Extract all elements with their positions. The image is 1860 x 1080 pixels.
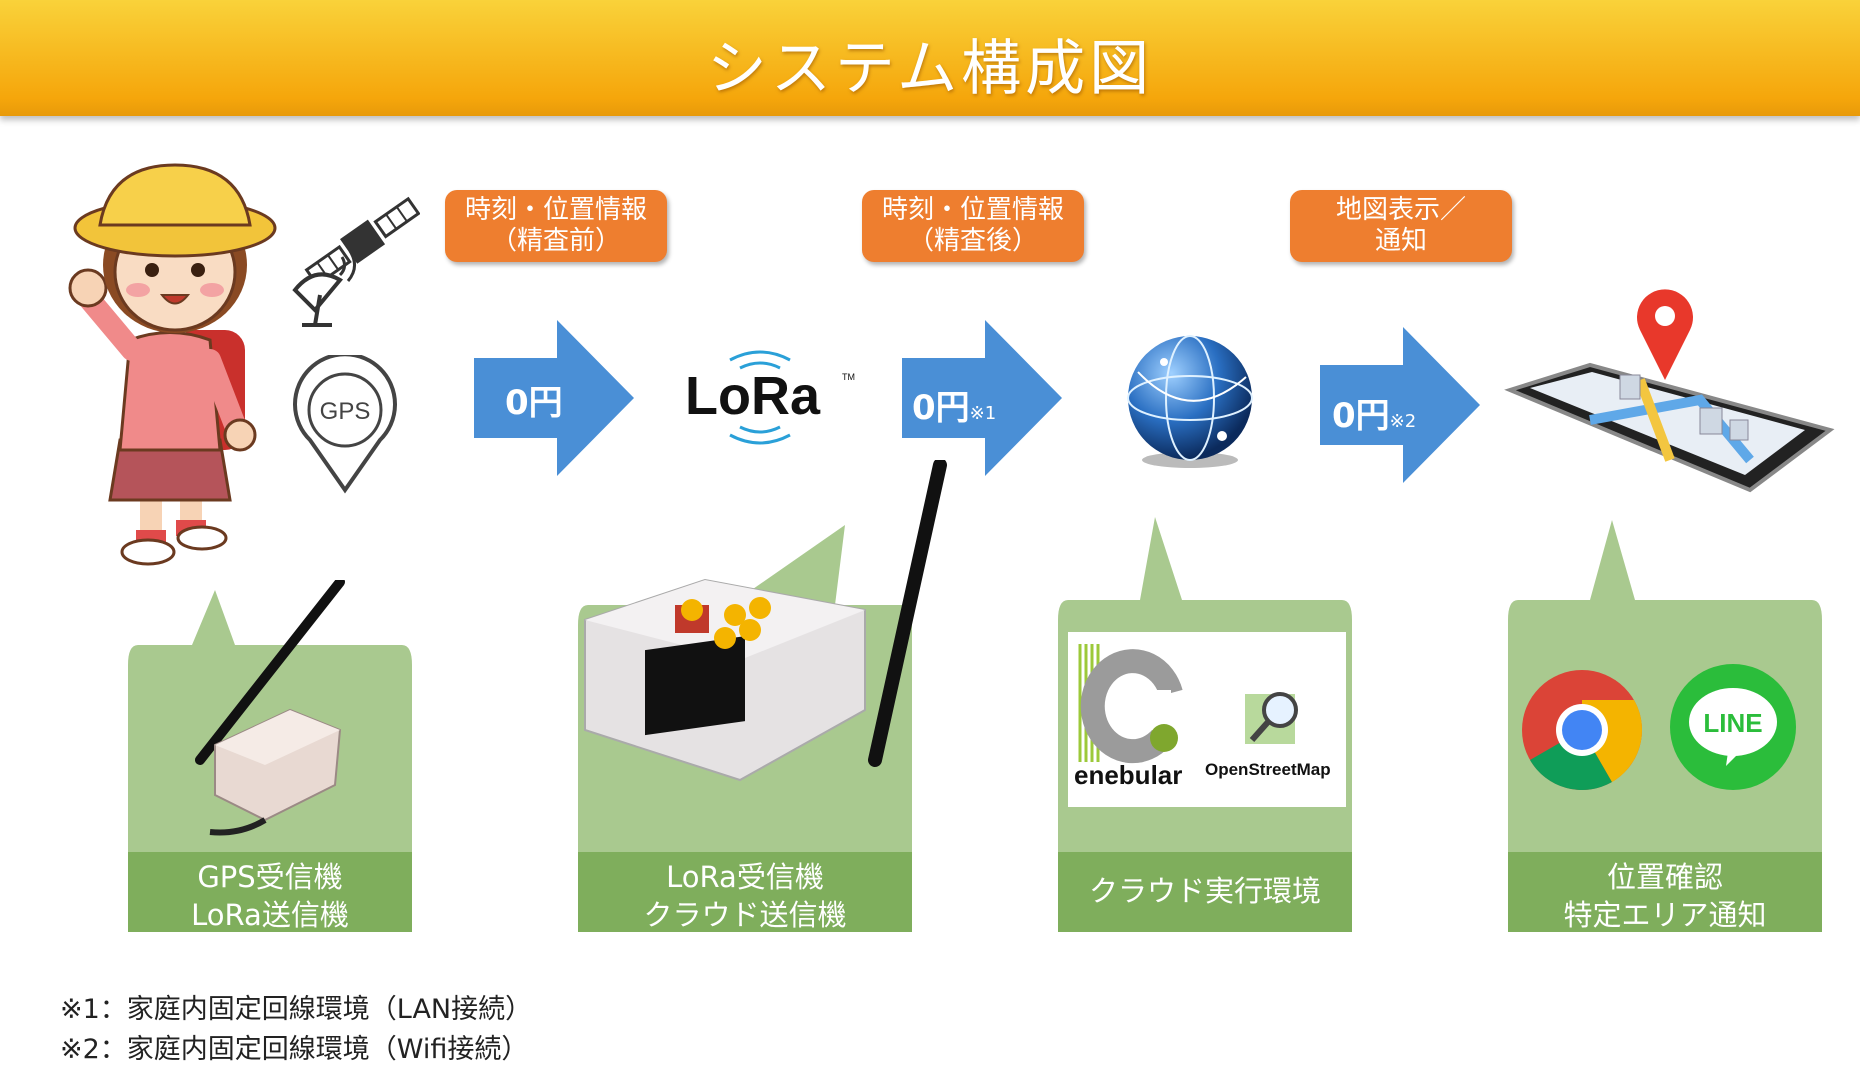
openstreetmap-magnifier-icon xyxy=(1245,692,1298,744)
lora-receiver-device xyxy=(584,460,947,782)
callout-line-1: GPS受信機 xyxy=(197,860,343,894)
pill-line-2: 通知 xyxy=(1374,226,1427,256)
gps-pin-icon: GPS xyxy=(293,355,397,494)
pill-line-1: 地図表示／ xyxy=(1335,195,1466,225)
footnote-2: ※2：家庭内固定回線環境（Wifi接続） xyxy=(60,1034,529,1065)
title-banner: システム構成図 xyxy=(0,0,1860,116)
flow-arrow-3 xyxy=(1320,327,1480,483)
callout-line-2: 特定エリア通知 xyxy=(1563,898,1767,932)
cloud-logos-panel: enebular OpenStreetMap xyxy=(1068,632,1346,807)
globe-icon xyxy=(1127,335,1253,468)
line-app-icon: LINE xyxy=(1670,664,1796,790)
callout-line-1: クラウド実行環境 xyxy=(1088,874,1321,908)
callout-notify xyxy=(1508,520,1822,932)
lora-logo: LoRa TM xyxy=(685,350,855,445)
pill-line-2: （精査後） xyxy=(907,226,1038,256)
callout-label-lora-receiver: LoRa受信機 クラウド送信機 xyxy=(578,858,912,934)
flow-arrow-1 xyxy=(474,320,634,476)
child-icon xyxy=(68,163,277,566)
arrow-price-1: 0円 xyxy=(505,383,563,423)
page-title: システム構成図 xyxy=(706,34,1154,104)
callout-line-1: LoRa受信機 xyxy=(666,860,824,894)
enebular-wordmark: enebular xyxy=(1074,760,1183,790)
line-icon-text: LINE xyxy=(1703,708,1762,738)
lora-logo-text: LoRa xyxy=(685,366,821,426)
footnote-1: ※1：家庭内固定回線環境（LAN接続） xyxy=(60,994,533,1025)
info-pill-after-check: 時刻・位置情報 （精査後） xyxy=(862,190,1084,262)
enebular-logo-icon xyxy=(1078,644,1183,764)
arrow-price-3: 0円※2 xyxy=(1332,396,1417,436)
flow-arrow-2 xyxy=(902,320,1062,476)
lora-tm: TM xyxy=(842,372,855,382)
pill-line-1: 時刻・位置情報 xyxy=(881,195,1064,225)
callout-line-1: 位置確認 xyxy=(1606,860,1723,894)
callout-label-cloud: クラウド実行環境 xyxy=(1058,872,1352,910)
callout-line-2: LoRa送信機 xyxy=(191,898,349,932)
callout-label-notify: 位置確認 特定エリア通知 xyxy=(1508,858,1822,934)
satellite-icon xyxy=(292,196,420,327)
callout-line-2: クラウド送信機 xyxy=(643,898,847,932)
pill-line-1: 時刻・位置情報 xyxy=(464,195,647,225)
chrome-icon xyxy=(1522,670,1642,791)
info-pill-map-notify: 地図表示／ 通知 xyxy=(1290,190,1512,262)
gps-transmitter-device xyxy=(195,580,345,836)
gps-label: GPS xyxy=(320,398,371,425)
info-pill-before-check: 時刻・位置情報 （精査前） xyxy=(445,190,667,262)
callout-label-gps-device: GPS受信機 LoRa送信機 xyxy=(128,858,412,934)
smartphone-map-icon xyxy=(1504,289,1835,493)
arrow-price-2: 0円※1 xyxy=(912,388,997,428)
pill-line-2: （精査前） xyxy=(490,226,621,256)
openstreetmap-wordmark: OpenStreetMap xyxy=(1205,760,1331,779)
